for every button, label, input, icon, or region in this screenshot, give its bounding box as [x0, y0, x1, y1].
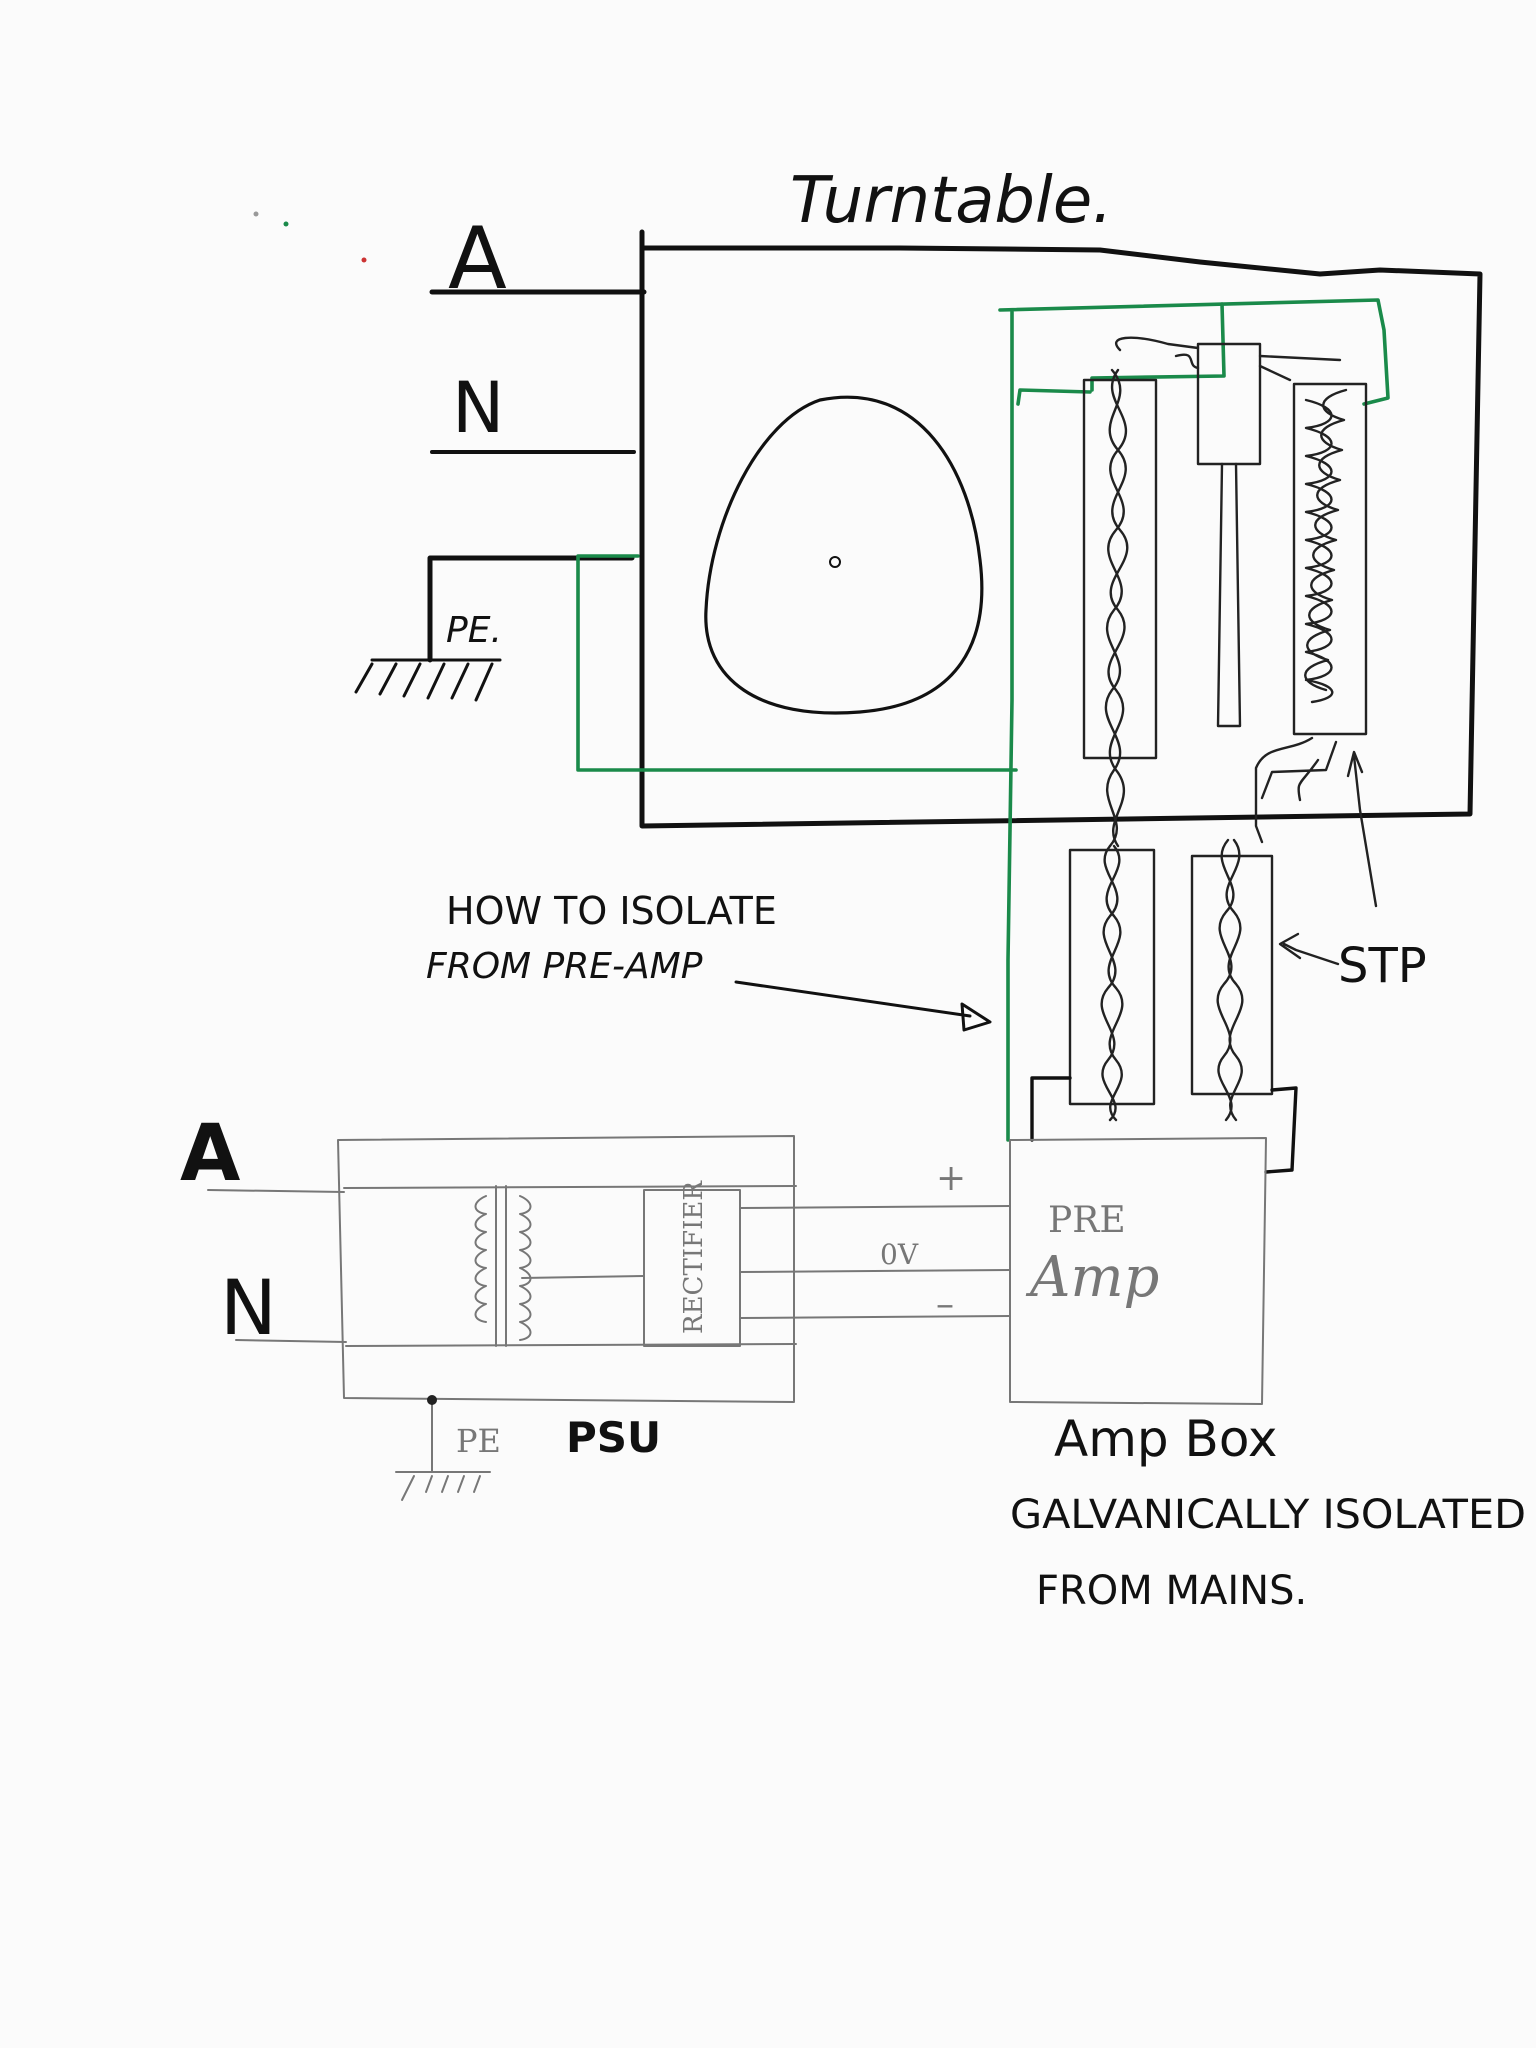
stray-dot-grey — [253, 211, 259, 217]
label-n-top: N — [452, 367, 504, 449]
rectifier-box — [643, 1189, 741, 1347]
twisted-pair-left-lower — [1100, 844, 1124, 1122]
transformer-secondary — [519, 1195, 532, 1341]
twisted-pair-right-lower — [1216, 838, 1244, 1122]
label-a-top: A — [448, 209, 507, 309]
psu-inner-top — [343, 1185, 797, 1189]
label-stp: STP — [1338, 938, 1427, 994]
label-preamp-line2: Amp — [1025, 1245, 1159, 1310]
earth-wire-bridge — [1090, 302, 1226, 392]
ground-symbol-top — [354, 658, 502, 702]
pe-node — [427, 1395, 437, 1405]
stray-dot-red — [361, 257, 367, 263]
stp-arrow-up — [1346, 750, 1378, 908]
preamp-box — [1009, 1137, 1267, 1405]
mains-n-line-bottom — [235, 1339, 347, 1343]
label-ampbox-line3: FROM MAINS. — [1036, 1568, 1307, 1614]
label-psu: PSU — [566, 1413, 661, 1462]
label-a-bottom: A — [180, 1109, 240, 1199]
platter — [704, 395, 984, 715]
label-minus: – — [936, 1284, 954, 1325]
question-text-line1: HOW TO ISOLATE — [446, 889, 777, 933]
psu-inner-bottom — [345, 1343, 797, 1347]
earth-wire-left — [1016, 388, 1092, 406]
label-pe-top: PE. — [446, 610, 502, 651]
turntable-box — [639, 229, 1483, 829]
mains-a-line-bottom — [207, 1189, 345, 1193]
dc-minus-line — [739, 1315, 1011, 1319]
headshell-block — [1196, 342, 1262, 466]
earth-wire-tonearm — [998, 298, 1390, 406]
label-0v: 0V — [880, 1238, 919, 1271]
ground-symbol-bottom — [395, 1471, 491, 1501]
stp-arrow-left — [1278, 932, 1340, 966]
shield-drain-left — [1030, 1076, 1072, 1142]
question-arrow — [734, 980, 992, 1032]
right-exit-wires — [1254, 736, 1338, 844]
label-n-bottom: N — [220, 1263, 277, 1352]
label-preamp-line1: PRE — [1048, 1200, 1126, 1241]
earth-wire-pe — [576, 554, 1018, 772]
label-plus: + — [936, 1158, 966, 1199]
spindle — [829, 556, 841, 568]
title-turntable: Turntable. — [790, 164, 1113, 238]
label-ampbox-line1: Amp Box — [1054, 1410, 1278, 1468]
signal-tube-left-lower — [1068, 848, 1156, 1106]
pe-line-top — [427, 555, 635, 663]
label-rectifier: RECTIFIER — [679, 1180, 709, 1334]
dc-plus-line — [739, 1205, 1011, 1209]
question-text-line2: FROM PRE-AMP — [426, 946, 703, 987]
label-ampbox-line2: GALVANICALLY ISOLATED — [1010, 1492, 1526, 1538]
coil-right — [1304, 388, 1348, 704]
twisted-pair-left-upper — [1104, 368, 1129, 848]
label-pe-bottom: PE — [456, 1422, 501, 1460]
transformer-primary — [474, 1195, 487, 1323]
shield-drain-right — [1264, 1086, 1298, 1174]
dc-0v-line — [739, 1269, 1011, 1273]
stray-dot-green — [283, 221, 289, 227]
tonearm-top-links — [1114, 336, 1342, 382]
psu-box — [337, 1135, 795, 1403]
earth-wire-down — [1006, 310, 1014, 1142]
secondary-tap-line — [521, 1275, 645, 1279]
tonearm-tube — [1216, 462, 1242, 728]
signal-tube-right-upper — [1292, 382, 1368, 736]
